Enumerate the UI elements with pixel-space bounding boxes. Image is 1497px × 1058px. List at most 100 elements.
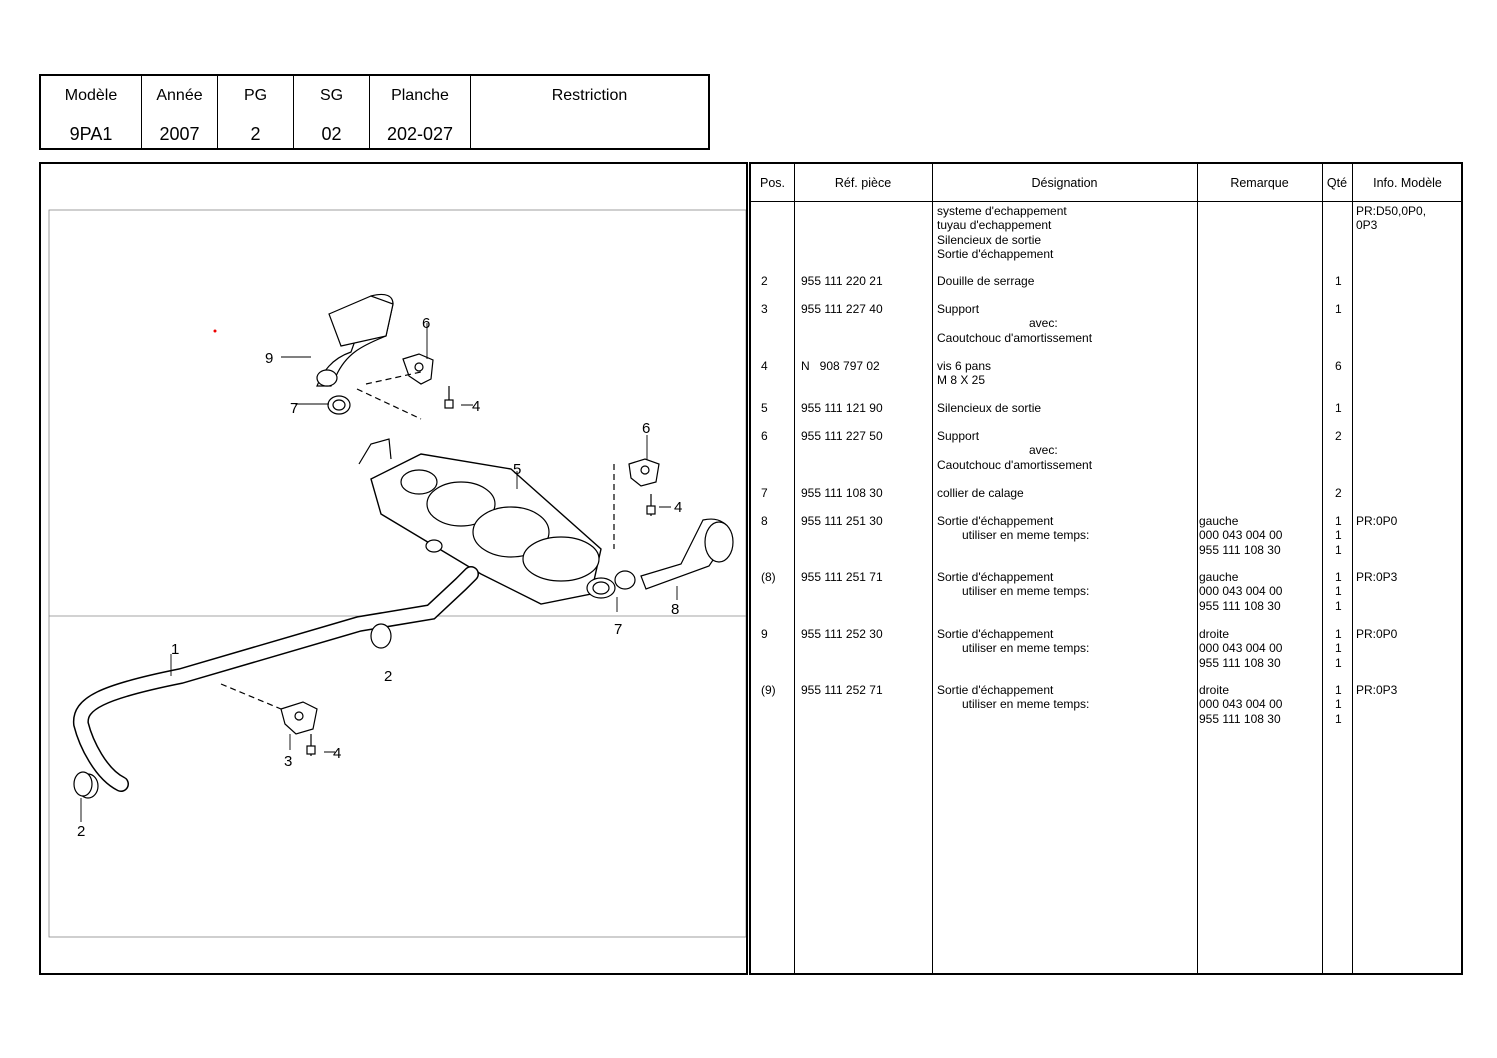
cell-line: 1: [1335, 274, 1342, 288]
cell-line: PR:0P0: [1356, 514, 1398, 528]
cell-line: PR:0P3: [1356, 683, 1398, 697]
cell-line: 955 111 251 71: [801, 570, 883, 584]
cell-line: 2: [761, 274, 768, 288]
callout-5: 5: [513, 461, 521, 478]
cell-pos: 9: [761, 627, 768, 641]
front-pipe-1: [72, 566, 479, 799]
clamp-2-middle: [370, 623, 392, 649]
cell-line: vis 6 pans: [937, 359, 992, 373]
cell-ref: 955 111 220 21: [801, 274, 883, 288]
model-cell: Modèle 9PA1: [41, 76, 142, 148]
cell-pos: 7: [761, 486, 768, 500]
cell-line: 955 111 108 30: [1199, 598, 1281, 613]
cell-line: 1: [1335, 514, 1342, 528]
cell-line: 1: [1335, 641, 1342, 656]
cell-line: 955 111 220 21: [801, 274, 883, 288]
cell-pos: 3: [761, 302, 768, 316]
pg-label: PG: [243, 87, 268, 104]
leader-lines: [80, 323, 678, 822]
cell-line: 955 111 108 30: [1199, 655, 1281, 670]
cell-line: 2: [1335, 429, 1342, 443]
cell-line: PR:0P0: [1356, 627, 1398, 641]
cell-line: 1: [1335, 584, 1342, 599]
cell-line: gauche: [1199, 570, 1239, 584]
cell-line: (8): [761, 570, 776, 584]
year-label: Année: [156, 87, 203, 104]
cell-line: Silencieux de sortie: [937, 401, 1042, 415]
cell-line: 955 111 252 30: [801, 627, 883, 641]
cell-line: avec:: [1029, 316, 1058, 331]
restriction-cell: Restriction: [471, 76, 708, 148]
cell-line: Sortie d'échappement: [937, 246, 1054, 261]
cell-line: PR:D50,0P0,: [1356, 204, 1427, 218]
red-dot: [213, 329, 217, 333]
header-table: Modèle 9PA1 Année 2007 PG 2 SG 02 Planch…: [39, 74, 710, 150]
cell-line: 2: [1335, 486, 1342, 500]
cell-line: Support: [937, 302, 980, 316]
cell-pos: 4: [761, 359, 768, 373]
callout-7-upper: 7: [290, 400, 298, 417]
cell-line: 000 043 004 00: [1199, 697, 1283, 712]
cell-line: utiliser en meme temps:: [962, 641, 1090, 656]
model-value: 9PA1: [69, 124, 113, 144]
pg-cell: PG 2: [218, 76, 294, 148]
cell-ref: 955 111 252 71: [801, 683, 883, 697]
callout-4-right: 4: [674, 499, 682, 516]
exhaust-tip-9: [316, 293, 394, 387]
cell-ref: 955 111 251 30: [801, 514, 883, 528]
cell-line: utiliser en meme temps:: [962, 697, 1090, 712]
cell-line: PR:0P3: [1356, 570, 1398, 584]
cell-line: 000 043 004 00: [1199, 528, 1283, 543]
cell-line: 7: [761, 486, 768, 500]
cell-line: 1: [1335, 598, 1342, 613]
cell-designation: Silencieux de sortie: [937, 401, 1041, 415]
cell-line: Sortie d'échappement: [937, 683, 1054, 697]
bolt-4-upper: [444, 386, 454, 409]
cell-line: Support: [937, 429, 980, 443]
bolt-4-right: [646, 494, 656, 516]
cell-line: 955 111 121 90: [801, 401, 883, 415]
support-6-upper: [402, 353, 434, 385]
cell-qty: 2: [1335, 486, 1342, 500]
callout-6-right: 6: [642, 420, 650, 437]
cell-line: 955 111 252 71: [801, 683, 883, 697]
restriction-label: Restriction: [551, 87, 628, 104]
cell-line: N 908 797 02: [801, 359, 880, 373]
plate-cell: Planche 202-027: [370, 76, 471, 148]
callout-2-front: 2: [77, 823, 85, 840]
callout-3: 3: [284, 753, 292, 770]
exhaust-system-diagram: 1 2 2 3 4 4 4 5 6 6 7 7 8 9: [48, 209, 746, 938]
cell-line: Caoutchouc d'amortissement: [937, 330, 1093, 345]
cell-info: PR:0P0: [1356, 514, 1397, 528]
cell-line: collier de calage: [937, 486, 1024, 500]
cell-line: 955 111 108 30: [1199, 711, 1281, 726]
cell-line: Sortie d'échappement: [937, 514, 1054, 528]
cell-line: 6: [761, 429, 768, 443]
col-header-qty: Qté: [1326, 176, 1348, 190]
callout-6-upper: 6: [422, 315, 430, 332]
cell-line: gauche: [1199, 514, 1239, 528]
cell-line: 3: [761, 302, 768, 316]
cell-qty: 1: [1335, 302, 1342, 316]
callout-4-lower: 4: [333, 745, 341, 762]
cell-pos: 8: [761, 514, 768, 528]
cell-ref: 955 111 121 90: [801, 401, 883, 415]
clamp-7-upper: [327, 395, 351, 415]
cell-ref: 955 111 251 71: [801, 570, 883, 584]
cell-ref: 955 111 108 30: [801, 486, 883, 500]
support-6-right: [628, 458, 660, 487]
callout-4-upper: 4: [472, 398, 480, 415]
callout-9: 9: [265, 350, 273, 367]
cell-pos: 5: [761, 401, 768, 415]
cell-designation: Support avec:Caoutchouc d'amortissement: [937, 302, 1092, 345]
